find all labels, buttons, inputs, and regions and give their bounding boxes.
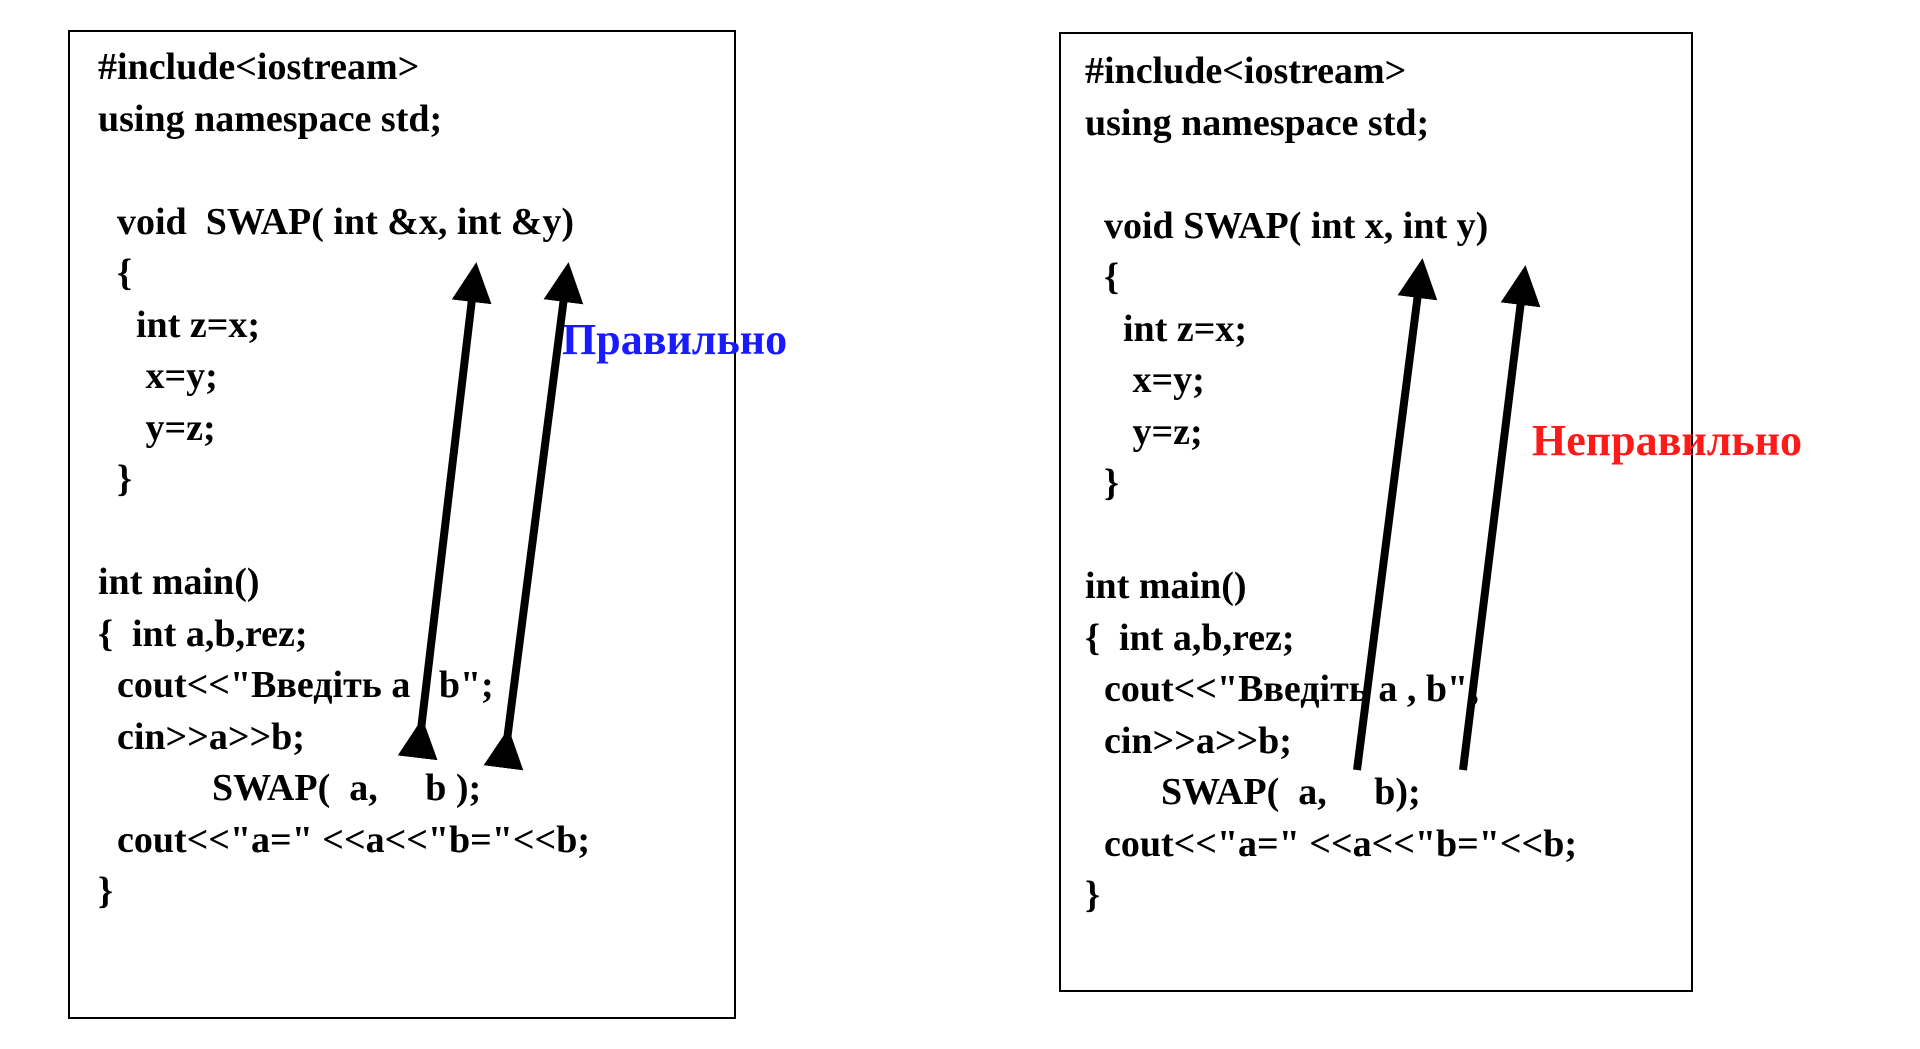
code-block-value: #include<iostream> using namespace std; v…	[1085, 46, 1577, 922]
code-panel-incorrect: #include<iostream> using namespace std; v…	[1059, 32, 1693, 992]
code-line: cin>>a>>b;	[1085, 719, 1292, 762]
code-line: int main()	[98, 561, 260, 603]
code-line: {	[1085, 256, 1119, 298]
arrow-b-to-y-oneway	[1459, 265, 1541, 771]
code-line: { int a,b,rez;	[98, 612, 308, 655]
code-line: y=z;	[1085, 410, 1203, 453]
code-line: x=y;	[1085, 359, 1205, 401]
code-line: { int a,b,rez;	[1085, 616, 1295, 659]
code-line: }	[98, 870, 113, 912]
code-line: x=y;	[98, 355, 218, 397]
code-line: cin>>a>>b;	[98, 715, 305, 758]
code-line: using namespace std;	[1085, 101, 1430, 144]
code-line: cout<<"a=" <<a<<"b="<<b;	[98, 818, 590, 861]
code-line: SWAP( a, b );	[98, 767, 482, 809]
code-line: y=z;	[98, 406, 216, 449]
code-line: }	[1085, 874, 1100, 916]
verdict-incorrect-label: Неправильно	[1532, 416, 1802, 465]
code-line: cout<<"a=" <<a<<"b="<<b;	[1085, 822, 1577, 865]
code-line: #include<iostream>	[98, 46, 420, 88]
code-line: #include<iostream>	[1085, 50, 1407, 92]
code-line: SWAP( a, b);	[1085, 771, 1421, 813]
code-line: using namespace std;	[98, 97, 443, 140]
code-line: }	[1085, 462, 1119, 504]
code-block-reference: #include<iostream> using namespace std; v…	[98, 42, 590, 918]
code-line: }	[98, 458, 132, 500]
code-line: {	[98, 252, 132, 294]
arrow-a-to-x-bidirectional	[397, 262, 492, 761]
code-line: int main()	[1085, 565, 1247, 607]
arrow-a-to-x-oneway	[1353, 258, 1438, 771]
code-line: void SWAP( int x, int y)	[1085, 204, 1489, 247]
verdict-correct-label: Правильно	[562, 315, 788, 364]
code-line: int z=x;	[98, 303, 261, 346]
code-panel-correct: #include<iostream> using namespace std; v…	[68, 30, 736, 1019]
code-line: int z=x;	[1085, 307, 1248, 350]
arrow-b-to-y-bidirectional	[483, 262, 584, 771]
code-line: void SWAP( int &x, int &y)	[98, 200, 575, 243]
